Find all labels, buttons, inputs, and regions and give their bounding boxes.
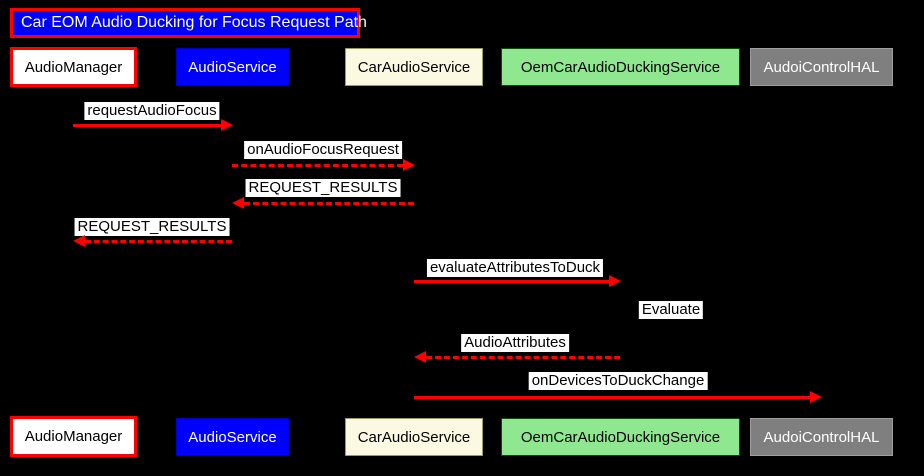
message-label-requestaudiofocus: requestAudioFocus <box>84 102 220 120</box>
message-label-audioattributes: AudioAttributes <box>461 334 569 352</box>
message-label-onaudiofocusrequest: onAudioFocusRequest <box>244 141 402 159</box>
participant-oemcaraudioduckingservice-top: OemCarAudioDuckingService <box>501 48 740 86</box>
message-line-request-results-1 <box>244 202 414 205</box>
participant-audiomanager-bottom: AudioManager <box>10 416 137 457</box>
message-label-request-results-2: REQUEST_RESULTS <box>74 218 230 236</box>
arrowhead-left-icon <box>414 351 426 363</box>
message-line-onaudiofocusrequest <box>232 164 403 167</box>
message-label-evaluate: Evaluate <box>638 301 704 319</box>
participant-audioservice-top: AudioService <box>176 48 289 86</box>
message-label-ondevicestoduckchange: onDevicesToDuckChange <box>528 372 708 390</box>
message-line-request-results-2 <box>85 240 232 243</box>
lifeline-audiomanager <box>72 88 74 416</box>
arrowhead-left-icon <box>232 197 244 209</box>
participant-oemcaraudioduckingservice-bottom: OemCarAudioDuckingService <box>501 418 740 456</box>
arrowhead-right-icon <box>609 275 621 287</box>
diagram-title: Car EOM Audio Ducking for Focus Request … <box>10 8 367 38</box>
arrowhead-right-icon <box>810 391 822 403</box>
arrowhead-left-icon <box>73 235 85 247</box>
lifeline-caraudioservice <box>413 88 415 416</box>
message-line-ondevicestoduckchange <box>414 396 810 399</box>
diagram-title-text: Car EOM Audio Ducking for Focus Request … <box>21 14 367 31</box>
message-label-request-results-1: REQUEST_RESULTS <box>245 179 401 197</box>
arrowhead-right-icon <box>221 119 233 131</box>
message-line-evaluateattributestoduck <box>414 280 609 283</box>
participant-audiomanager-top: AudioManager <box>10 47 137 87</box>
lifeline-audioservice <box>231 88 233 416</box>
arrowhead-right-icon <box>403 159 415 171</box>
message-label-evaluateattributestoduck: evaluateAttributesToDuck <box>426 259 604 277</box>
message-line-audioattributes <box>426 356 620 359</box>
lifeline-oemcaraudioduckingservice <box>619 88 621 416</box>
message-line-requestaudiofocus <box>73 124 221 127</box>
participant-caraudioservice-top: CarAudioService <box>345 48 483 86</box>
participant-caraudioservice-bottom: CarAudioService <box>345 418 483 456</box>
lifeline-audiocontrolhal <box>820 88 822 416</box>
participant-audiocontrolhal-bottom: AudoiControlHAL <box>750 418 893 456</box>
participant-audiocontrolhal-top: AudoiControlHAL <box>750 48 893 86</box>
participant-audioservice-bottom: AudioService <box>176 418 289 456</box>
